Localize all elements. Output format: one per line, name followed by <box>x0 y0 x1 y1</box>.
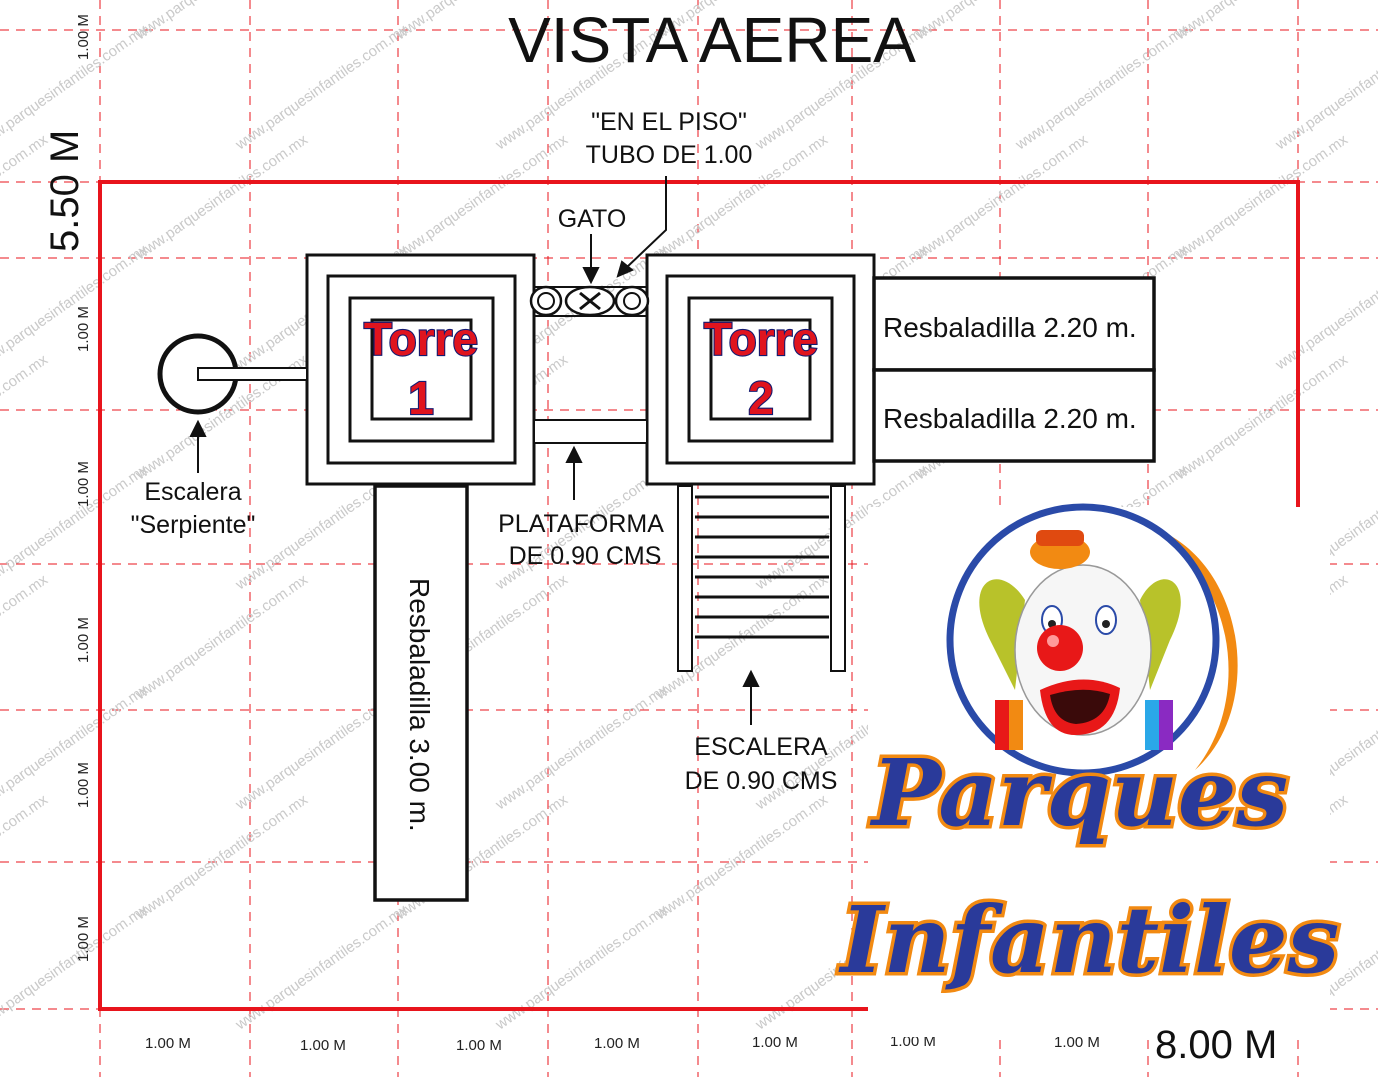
watermark-text: www.parquesinfantiles.com.mx <box>0 351 51 484</box>
vertical-slide: Resbaladilla 3.00 m. <box>373 484 469 902</box>
dim-label-left-5: 1.00 M <box>75 762 92 808</box>
watermark-text: www.parquesinfantiles.com.mx <box>132 571 312 704</box>
dim-label-bottom-6: 1.00 M <box>890 1033 936 1050</box>
watermark-text: www.parquesinfantiles.com.mx <box>1172 131 1352 264</box>
tube-label-line1: "EN EL PISO" <box>591 108 747 136</box>
tower-1-word: Torre <box>364 313 478 365</box>
snake-label-line1: Escalera <box>144 478 241 506</box>
dim-label-bottom-3: 1.00 M <box>456 1037 502 1054</box>
watermark-text: www.parquesinfantiles.com.mx <box>392 131 572 264</box>
watermark-text: www.parquesinfantiles.com.mx <box>1172 0 1352 44</box>
stairs <box>677 485 846 672</box>
right-slides: Resbaladilla 2.20 m. Resbaladilla 2.20 m… <box>872 276 1156 463</box>
dim-label-bottom-7: 1.00 M <box>1054 1034 1100 1051</box>
logo-text-line1: Parques <box>869 739 1288 847</box>
platform-label-line2: DE 0.90 CMS <box>509 542 662 570</box>
snake-label-line2: "Serpiente" <box>131 511 256 539</box>
dim-label-left-4: 1.00 M <box>75 617 92 663</box>
dim-label-bottom-2: 1.00 M <box>300 1037 346 1054</box>
width-total-label: 8.00 M <box>1155 1023 1277 1067</box>
platform <box>533 419 648 444</box>
annotation-arrows <box>189 176 760 725</box>
watermark-text: www.parquesinfantiles.com.mx <box>492 681 672 814</box>
dim-label-left-1: 1.00 M <box>75 14 92 60</box>
dim-label-bottom-5: 1.00 M <box>752 1034 798 1051</box>
dim-label-left-6: 1.00 M <box>75 916 92 962</box>
watermark-text: www.parquesinfantiles.com.mx <box>232 21 412 154</box>
slide-right-bottom-label: Resbaladilla 2.20 m. <box>883 403 1137 434</box>
watermark-text: www.parquesinfantiles.com.mx <box>912 0 1092 44</box>
watermark-text: www.parquesinfantiles.com.mx <box>0 791 51 924</box>
gato-label: GATO <box>558 205 627 233</box>
watermark-text: www.parquesinfantiles.com.mx <box>232 901 412 1034</box>
tube-label-line2: TUBO DE 1.00 <box>586 141 753 169</box>
snake-ladder <box>157 333 308 415</box>
platform-label-line1: PLATAFORMA <box>498 510 664 538</box>
height-total-label: 5.50 M <box>43 130 87 252</box>
tower-2-number: 2 <box>748 372 774 424</box>
tower-1-number: 1 <box>408 372 434 424</box>
watermark-text: www.parquesinfantiles.com.mx <box>1172 351 1352 484</box>
logo-text-line2: Infantiles <box>838 886 1340 994</box>
stairs-label-line1: ESCALERA <box>694 733 828 761</box>
watermark-text: www.parquesinfantiles.com.mx <box>132 131 312 264</box>
dim-label-bottom-4: 1.00 M <box>594 1035 640 1052</box>
watermark-text: www.parquesinfantiles.com.mx <box>132 0 312 44</box>
watermark-text: www.parquesinfantiles.com.mx <box>0 0 51 44</box>
slide-right-top-label: Resbaladilla 2.20 m. <box>883 312 1137 343</box>
floor-tube <box>529 285 650 317</box>
watermark-text: www.parquesinfantiles.com.mx <box>492 901 672 1034</box>
watermark-text: www.parquesinfantiles.com.mx <box>1272 241 1378 374</box>
watermark-text: www.parquesinfantiles.com.mx <box>1272 21 1378 154</box>
dim-label-left-3: 1.00 M <box>75 461 92 507</box>
slide-vertical-label: Resbaladilla 3.00 m. <box>404 578 435 832</box>
stairs-label-line2: DE 0.90 CMS <box>685 767 838 795</box>
watermark-text: www.parquesinfantiles.com.mx <box>912 131 1092 264</box>
diagram-title: VISTA AEREA <box>508 4 916 76</box>
tower-2-word: Torre <box>704 313 818 365</box>
dim-label-left-2: 1.00 M <box>75 306 92 352</box>
dim-label-bottom-1: 1.00 M <box>145 1035 191 1052</box>
logo: Parques Infantiles <box>834 503 1343 1037</box>
watermark-text: www.parquesinfantiles.com.mx <box>652 791 832 924</box>
watermark-text: www.parquesinfantiles.com.mx <box>132 791 312 924</box>
watermark-text: www.parquesinfantiles.com.mx <box>1012 21 1192 154</box>
tower-1: Torre 1 <box>305 253 536 486</box>
watermark-text: www.parquesinfantiles.com.mx <box>0 571 51 704</box>
tower-2: Torre 2 <box>645 253 876 486</box>
